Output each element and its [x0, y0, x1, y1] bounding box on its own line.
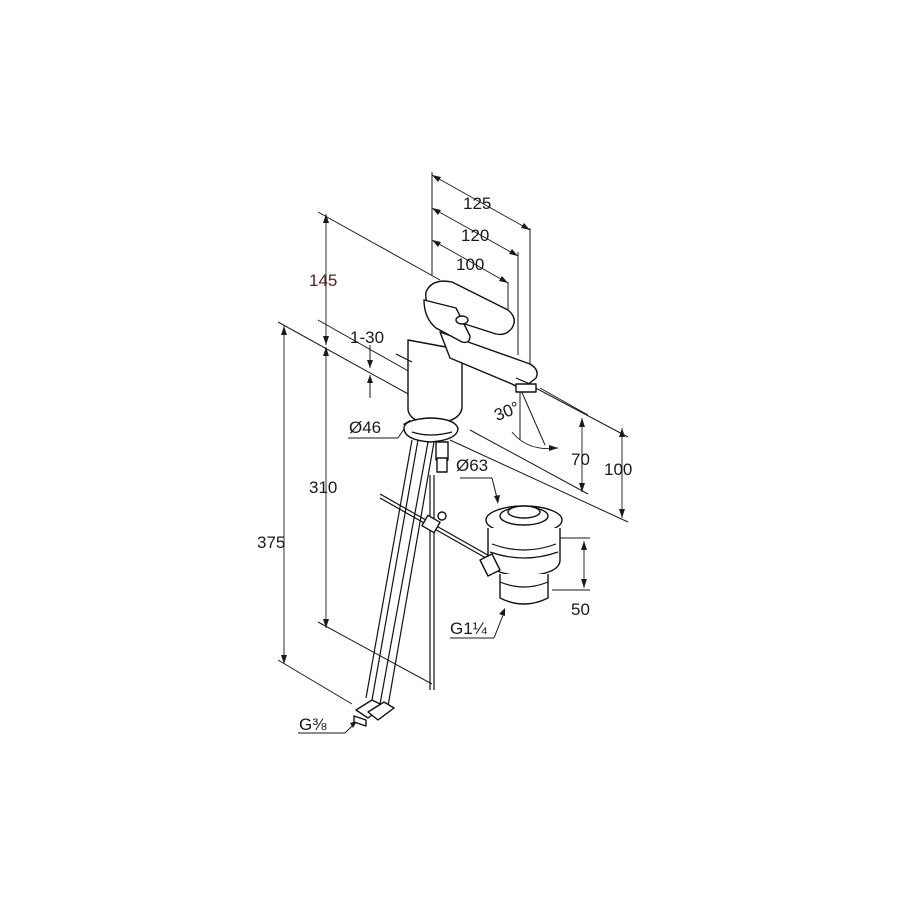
dim-dia46-label: Ø46 — [349, 418, 381, 437]
dim-100-right-label: 100 — [604, 460, 632, 479]
dimension-375: 375 — [257, 321, 411, 705]
dim-375-label: 375 — [257, 533, 285, 552]
dimension-145: 145 — [309, 211, 441, 373]
dim-50-label: 50 — [571, 600, 590, 619]
thread-g114-label: G1¼ — [450, 619, 488, 638]
dim-1-30-label: 1-30 — [350, 328, 384, 347]
dimension-group-right: 70 100 — [449, 384, 632, 523]
dimension-1-30: 1-30 — [350, 328, 384, 398]
dimension-310: 310 — [309, 347, 433, 685]
dim-125-label: 125 — [463, 194, 491, 213]
dimension-dia63: Ø63 — [456, 456, 500, 504]
thread-g38-label: G⅜ — [299, 715, 327, 734]
dimension-50: 50 — [552, 537, 590, 619]
dimension-angle-30: 30° — [491, 387, 559, 451]
dim-angle-30-label: 30° — [491, 398, 522, 425]
dim-dia63-label: Ø63 — [456, 456, 488, 475]
waste-drain — [479, 505, 563, 605]
thread-label-g114: G1¼ — [450, 608, 506, 639]
dim-310-label: 310 — [309, 478, 337, 497]
dim-120-label: 120 — [461, 226, 489, 245]
dim-100-top-label: 100 — [456, 255, 484, 274]
dimension-dia46: Ø46 — [348, 418, 411, 439]
dim-145-label: 145 — [309, 271, 337, 290]
thread-label-g38: G⅜ — [298, 715, 357, 734]
popup-linkage — [379, 493, 501, 567]
dim-70-label: 70 — [571, 450, 590, 469]
dimension-group-top: 125 120 100 — [431, 172, 531, 385]
supply-hoses — [353, 439, 435, 727]
faucet-body — [395, 280, 538, 473]
